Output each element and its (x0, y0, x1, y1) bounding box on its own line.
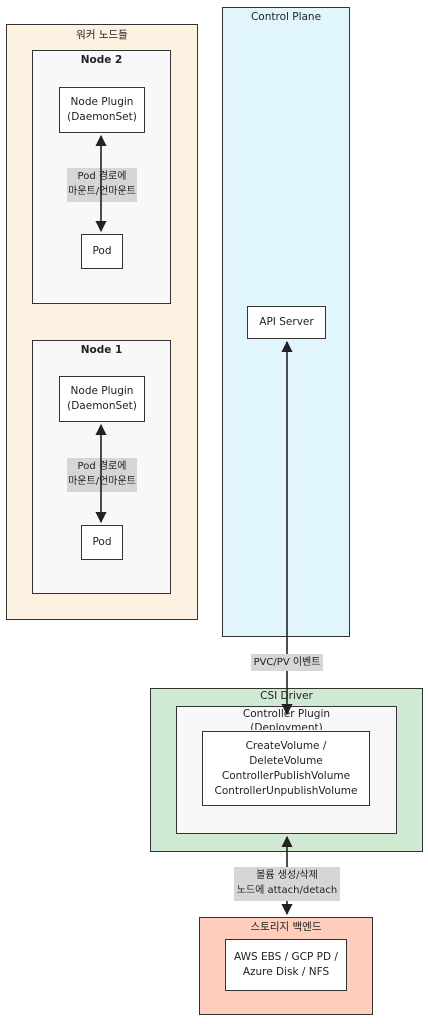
node-2-plugin-line-2: (DaemonSet) (67, 111, 137, 123)
node-1-plugin-line-2: (DaemonSet) (67, 400, 137, 412)
storage-ops-label-line-1: 볼륨 생성/삭제 (256, 870, 318, 881)
pvc-pv-events-label: PVC/PV 이벤트 (251, 654, 323, 671)
storage-ops-label: 볼륨 생성/삭제 노드에 attach/detach (234, 867, 340, 901)
api-server-box[interactable]: API Server (247, 306, 326, 339)
storage-providers-line-1: AWS EBS / GCP PD / (234, 951, 338, 963)
node-1-title: Node 1 (80, 344, 123, 356)
node-2-pod-label: Pod (92, 245, 112, 257)
node-2-pod[interactable]: Pod (81, 234, 123, 269)
controller-operations-box[interactable]: CreateVolume / DeleteVolume ControllerPu… (202, 731, 370, 806)
control-plane-title: Control Plane (250, 11, 322, 23)
node-1-pod-label: Pod (92, 536, 112, 548)
operation-line-3: ControllerPublishVolume (221, 769, 351, 782)
storage-ops-label-line-2: 노드에 attach/detach (236, 885, 338, 896)
operation-line-1: CreateVolume / (245, 739, 327, 752)
operation-line-2: DeleteVolume (249, 754, 323, 767)
controller-plugin-title-line-2: (Deployment) (250, 722, 323, 730)
storage-providers-line-2: Azure Disk / NFS (242, 966, 330, 978)
node-2-title: Node 2 (80, 54, 123, 66)
node-2-node-plugin[interactable]: Node Plugin (DaemonSet) (59, 87, 145, 133)
node-1-node-plugin[interactable]: Node Plugin (DaemonSet) (59, 376, 145, 422)
node-1-plugin-line-1: Node Plugin (70, 385, 134, 397)
node-1-pod[interactable]: Pod (81, 525, 123, 560)
storage-providers-box[interactable]: AWS EBS / GCP PD / Azure Disk / NFS (225, 939, 347, 991)
worker-nodes-title: 워커 노드들 (76, 29, 128, 41)
storage-backend-title: 스토리지 백엔드 (250, 921, 322, 933)
node-2-plugin-line-1: Node Plugin (70, 96, 134, 108)
api-server-label: API Server (259, 316, 314, 328)
operation-line-4: ControllerUnpublishVolume (214, 784, 358, 797)
